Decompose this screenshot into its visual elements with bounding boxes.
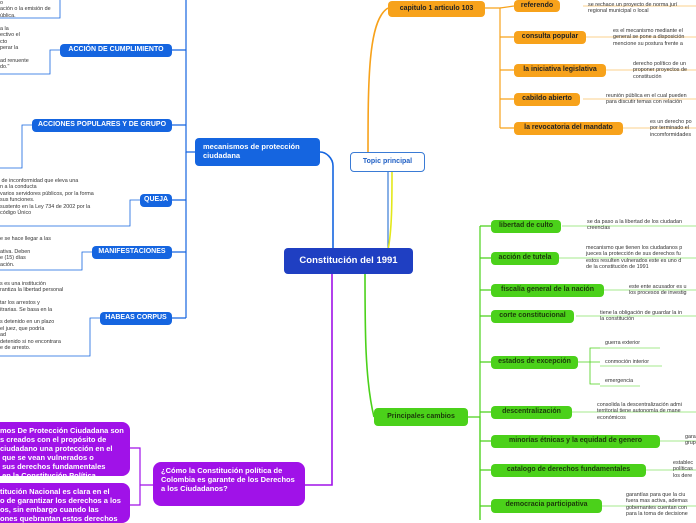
cabildo-abierto-node[interactable]: cabildo abierto [514, 93, 580, 106]
catalogo-derechos-node[interactable]: catalogo de derechos fundamentales [491, 464, 646, 477]
habeas-corpus-node[interactable]: HABEAS CORPUS [100, 312, 172, 325]
accion-cumplimiento-note: a la ectivo el cto perar la ad renuente … [0, 26, 29, 71]
principales-cambios-node[interactable]: Principales cambios [374, 408, 468, 426]
manifestaciones-node[interactable]: MANIFESTACIONES [92, 246, 172, 259]
topic-principal-node[interactable]: Topic principal [350, 152, 425, 172]
accion-tutela-node[interactable]: acción de tutela [491, 252, 559, 265]
libertad-culto-note: se da paso a la libertad de los ciudadan… [587, 219, 683, 232]
habeas-corpus-note: s es una institución rantiza la libertad… [0, 281, 64, 352]
consulta-popular-node[interactable]: consulta popular [514, 31, 586, 44]
minorias-etnicas-note: gara grup [685, 434, 696, 447]
acciones-populares-node[interactable]: ACCIONES POPULARES Y DE GRUPO [32, 119, 172, 132]
minorias-etnicas-node[interactable]: minorías étnicas y la equidad de genero [491, 435, 660, 448]
pregunta-node[interactable]: ¿Cómo la Constitución política de Colomb… [153, 462, 305, 506]
democracia-participativa-node[interactable]: democracia participativa [491, 499, 602, 513]
cabildo-abierto-note: reunión pública en el cual pueden para d… [606, 93, 687, 106]
libertad-culto-node[interactable]: libertad de culto [491, 220, 561, 233]
constitucion-nacional-box[interactable]: titución Nacional es clara en el o de ga… [0, 483, 130, 523]
emergencia-note: emergencia [605, 378, 634, 384]
consulta-popular-note: es el mecanismo mediante el general se p… [613, 28, 685, 47]
corte-constitucional-note: tiene la obligación de guardar la in la … [600, 310, 683, 323]
referendo-node[interactable]: referendo [514, 0, 560, 12]
fiscalia-node[interactable]: fiscalía general de la nación [491, 284, 604, 297]
revocatoria-note: es un derecho po por terminado el incomf… [650, 119, 692, 138]
mecanismos-proteccion-box[interactable]: mos De Protección Ciudadana son s creado… [0, 422, 130, 480]
catalogo-derechos-note: establec políticas los dere [673, 460, 694, 479]
corte-constitucional-node[interactable]: corte constitucional [491, 310, 574, 323]
root-node[interactable]: Constitución del 1991 [284, 248, 413, 274]
estados-excepcion-node[interactable]: estados de excepción [491, 356, 578, 369]
descentralizacion-note: consolida la descentralización admi terr… [597, 402, 682, 421]
manifestaciones-note: e se hace llegar a las ativa. Deben e (1… [0, 236, 51, 268]
iniciativa-legislativa-node[interactable]: la iniciativa legislativa [514, 64, 606, 77]
descentralizacion-node[interactable]: descentralización [491, 406, 572, 419]
accion-tutela-note: mecanismo que tienen los ciudadanos p ju… [586, 245, 683, 271]
mecanismos-node[interactable]: mecanismos de protección ciudadana [195, 138, 320, 166]
iniciativa-legislativa-note: derecho político de un proponer proyecto… [633, 61, 687, 80]
capitulo-node[interactable]: capitulo 1 articulo 103 [388, 1, 485, 17]
queja-note: de inconformidad que eleva una n a la co… [0, 178, 94, 217]
guerra-exterior-note: guerra exterior [605, 340, 641, 346]
fiscalia-note: este ente acusador es u los procesos de … [629, 284, 687, 297]
revocatoria-node[interactable]: la revocatoria del mandato [514, 122, 623, 135]
queja-node[interactable]: QUEJA [140, 194, 172, 207]
accion-cumplimiento-node[interactable]: ACCIÓN DE CUMPLIMIENTO [60, 44, 172, 57]
democracia-participativa-note: garantías para que la ciu fuera mas acti… [626, 492, 688, 518]
conmocion-interior-note: conmoción interior [605, 359, 650, 365]
referendo-note: se rechace un proyecto de norma jurí reg… [588, 2, 678, 15]
top-note: o ación o la emisión de ública. [0, 0, 51, 19]
